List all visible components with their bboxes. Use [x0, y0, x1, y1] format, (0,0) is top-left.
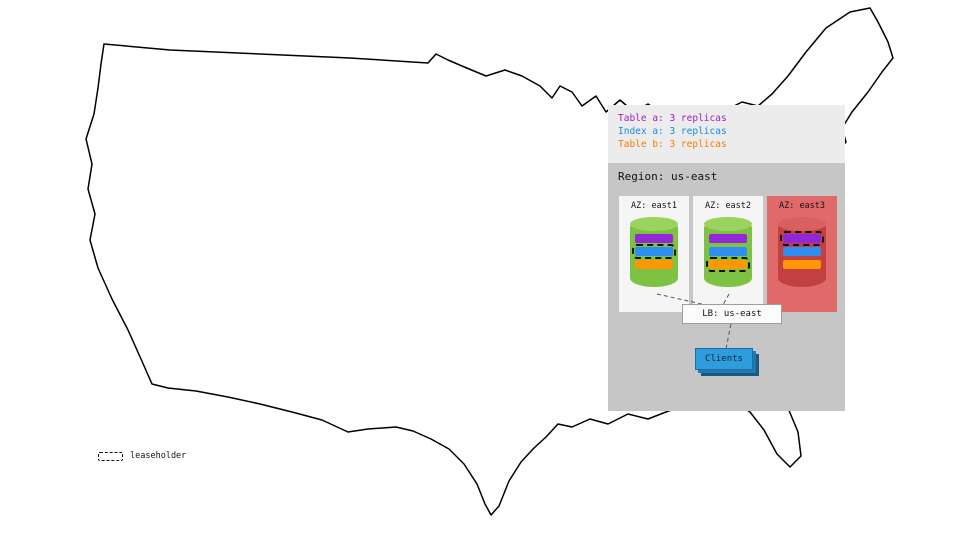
- index-a-replica-bar: [709, 247, 747, 256]
- replica-legend: Table a: 3 replicas Index a: 3 replicas …: [608, 105, 845, 163]
- load-balancer-box: LB: us-east: [682, 304, 782, 324]
- leaseholder-legend-label: leaseholder: [130, 451, 187, 461]
- legend-item-table-a: Table a: 3 replicas: [618, 113, 727, 124]
- replica-bars-east3: [780, 231, 824, 269]
- table-a-leaseholder-bar: [780, 231, 824, 246]
- index-a-leaseholder-bar: [632, 244, 676, 259]
- replica-bars-east2: [706, 234, 750, 272]
- az-east2-label: AZ: east2: [704, 201, 752, 211]
- legend-item-index-a: Index a: 3 replicas: [618, 126, 727, 137]
- az-east1-label: AZ: east1: [630, 201, 678, 211]
- region-title: Region: us-east: [618, 170, 718, 183]
- az-east3-label: AZ: east3: [778, 201, 826, 211]
- db-node-east2: [704, 217, 752, 287]
- db-node-east1: [630, 217, 678, 287]
- clients-box: Clients: [695, 348, 753, 370]
- table-b-replica-bar: [783, 260, 821, 269]
- region-panel: Region: us-east AZ: east1 AZ: east2: [608, 163, 845, 411]
- leaseholder-swatch-icon: [98, 451, 123, 461]
- replica-bars-east1: [632, 234, 676, 269]
- index-a-replica-bar: [783, 247, 821, 256]
- legend-item-table-b: Table b: 3 replicas: [618, 139, 727, 150]
- leaseholder-legend: leaseholder: [98, 451, 186, 461]
- az-east2: AZ: east2: [693, 196, 763, 312]
- db-node-east3: [778, 217, 826, 287]
- table-a-replica-bar: [635, 234, 673, 243]
- table-a-replica-bar: [709, 234, 747, 243]
- az-east1: AZ: east1: [619, 196, 689, 312]
- az-east3: AZ: east3: [767, 196, 837, 312]
- table-b-replica-bar: [635, 260, 673, 269]
- table-b-leaseholder-bar: [706, 257, 750, 272]
